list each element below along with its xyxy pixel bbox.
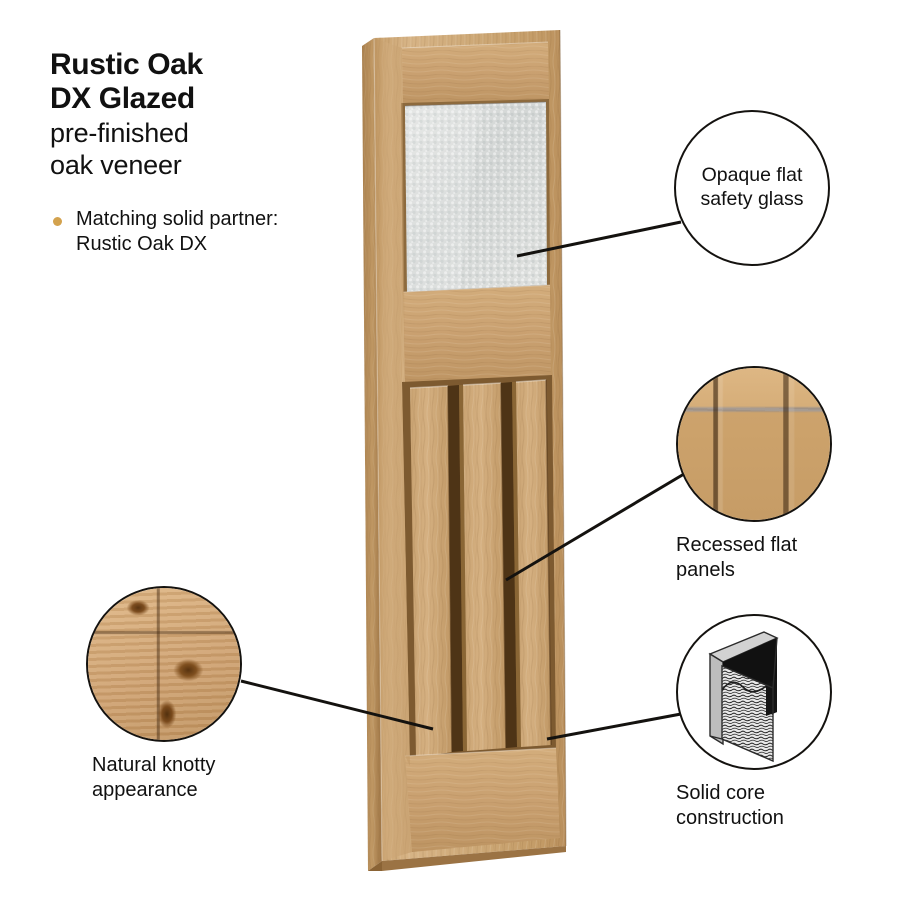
- callout-circle: [86, 586, 242, 742]
- subtitle-line-2: oak veneer: [50, 149, 182, 180]
- callout-label: Solid core construction: [676, 781, 832, 831]
- callout-label-line-1: Recessed flat: [676, 534, 798, 556]
- product-text-block: Rustic Oak DX Glazed pre-finished oak ve…: [50, 48, 350, 261]
- door-bottom-face: [382, 846, 566, 871]
- callout-circle: [676, 366, 832, 522]
- callout-label-line-1: Solid core: [676, 782, 765, 804]
- door-product-image: [360, 26, 575, 871]
- page-title: Rustic Oak DX Glazed: [50, 48, 350, 115]
- product-subtitle: pre-finished oak veneer: [50, 118, 350, 181]
- knotty-oak-grain-detail-icon: [88, 588, 240, 740]
- callout-label-line-2: appearance: [92, 779, 198, 801]
- bullet-line-1: Matching solid partner:: [76, 207, 279, 230]
- callout-natural-knotty-appearance[interactable]: Natural knotty appearance: [86, 586, 242, 803]
- feature-bullet-list: Matching solid partner: Rustic Oak DX: [50, 207, 350, 257]
- callout-opaque-flat-safety-glass[interactable]: Opaque flat safety glass: [674, 110, 830, 266]
- callout-label: Natural knotty appearance: [92, 753, 242, 803]
- callout-circle: Opaque flat safety glass: [674, 110, 830, 266]
- bullet-dot-icon: [53, 216, 62, 226]
- title-line-2: DX Glazed: [50, 81, 195, 115]
- callout-label-line-1: Natural knotty: [92, 754, 216, 776]
- callout-label: Opaque flat safety glass: [701, 164, 804, 212]
- callout-label-line-2: construction: [676, 807, 784, 829]
- list-item: Matching solid partner: Rustic Oak DX: [50, 207, 350, 257]
- callout-label-line-2: safety glass: [700, 188, 804, 210]
- title-line-1: Rustic Oak: [50, 48, 203, 81]
- callout-solid-core-construction[interactable]: Solid core construction: [676, 614, 832, 831]
- callout-label: Recessed flat panels: [676, 533, 832, 583]
- recessed-panel-wood-detail-icon: [678, 368, 830, 520]
- door-core-cutaway-diagram-icon: [708, 631, 779, 763]
- subtitle-line-1: pre-finished: [50, 118, 189, 149]
- callout-recessed-flat-panels[interactable]: Recessed flat panels: [676, 366, 832, 583]
- bullet-line-2: Rustic Oak DX: [76, 233, 208, 255]
- callout-label-line-1: Opaque flat: [701, 164, 803, 187]
- callout-circle: [676, 614, 832, 770]
- callout-label-line-2: panels: [676, 559, 735, 581]
